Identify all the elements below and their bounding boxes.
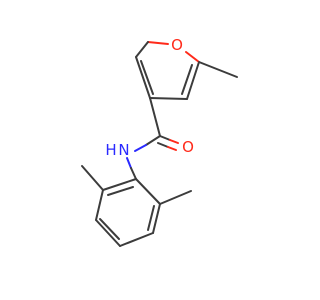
bond-c3-c4 bbox=[149, 97, 188, 100]
bond-carbonyl-double-b bbox=[157, 142, 169, 148]
bond-c2-c3 bbox=[135, 56, 151, 99]
bond-c4-c5 bbox=[186, 61, 200, 100]
chemical-structure-diagram: O O N H bbox=[81, 36, 238, 247]
bond-c4-c5-inner bbox=[181, 64, 193, 95]
ring-oxygen-label: O bbox=[171, 36, 183, 54]
bond-carbonyl-double-b-o bbox=[167, 146, 177, 151]
bond-c4-carbonyl bbox=[149, 97, 161, 137]
bond-carbonyl-double-a-o bbox=[169, 139, 179, 144]
bond-c5-o1 bbox=[185, 51, 200, 63]
bond-ar3-ar4 bbox=[119, 232, 154, 247]
bond-c2-c3-inner bbox=[140, 60, 154, 95]
benzene-ring bbox=[95, 178, 161, 247]
bond-ar6-ar1-inner bbox=[107, 186, 134, 196]
bond-aryl-methyl-right bbox=[159, 190, 192, 205]
bond-carbonyl-n-blue bbox=[134, 144, 147, 152]
bond-carbonyl-n bbox=[145, 135, 161, 146]
furan-ring bbox=[135, 41, 200, 100]
bond-o1-c2-dark bbox=[135, 41, 149, 58]
bond-ar5-ar6 bbox=[95, 189, 104, 221]
carbonyl-oxygen-label: O bbox=[182, 138, 194, 156]
amide-nitrogen-label: N bbox=[118, 141, 129, 159]
bond-ar2-ar3-inner bbox=[147, 205, 155, 231]
bond-o1-c2 bbox=[147, 41, 169, 45]
bond-furan-methyl bbox=[198, 61, 238, 78]
bond-ar1-ar2 bbox=[135, 178, 161, 205]
bond-ar2-ar3 bbox=[152, 203, 161, 234]
bond-ar4-ar5-inner bbox=[99, 218, 120, 240]
bond-ar6-ar1 bbox=[102, 178, 137, 191]
bond-n-aryl bbox=[130, 167, 137, 180]
amide-hydrogen-label: H bbox=[105, 141, 116, 159]
bond-ar4-ar5 bbox=[95, 219, 121, 247]
bond-carbonyl-double-a bbox=[159, 135, 171, 141]
bond-aryl-methyl-left bbox=[81, 165, 104, 191]
bond-n-aryl-blue bbox=[126, 157, 132, 169]
